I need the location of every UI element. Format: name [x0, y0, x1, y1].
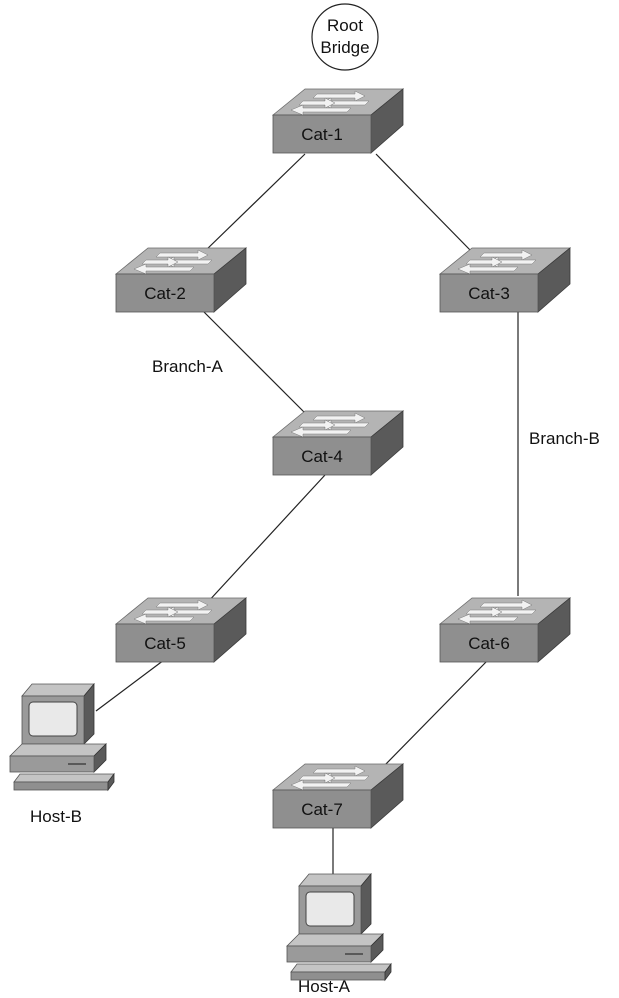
switch-cat6: Cat-6 [438, 597, 572, 663]
root-bridge-label-line2: Bridge [320, 38, 369, 57]
root-bridge-label-line1: Root [327, 16, 363, 35]
root-bridge: Root Bridge [311, 3, 379, 71]
link-cat6-cat7 [383, 660, 488, 767]
switch-cat4: Cat-4 [271, 410, 405, 476]
hosts: Host-B Host-A [9, 682, 392, 996]
links [95, 153, 519, 874]
switch-arrows-icon [457, 249, 537, 275]
switch-front-face [439, 623, 539, 663]
link-cat2-cat4 [203, 311, 306, 414]
switch-label: Cat-1 [301, 125, 343, 144]
link-cat1-cat3 [375, 153, 473, 253]
switch-front-face [272, 436, 372, 476]
switch-arrows-icon [290, 765, 370, 791]
switch-front-face [439, 273, 539, 313]
switch-arrows-icon [457, 599, 537, 625]
host-label: Host-A [298, 977, 351, 996]
switch-front-face [272, 789, 372, 829]
switch-front-face [272, 114, 372, 154]
switch-cat1: Cat-1 [271, 88, 405, 154]
root-bridge-circle [311, 3, 379, 71]
link-cat5-hostB [95, 659, 165, 712]
switch-arrows-icon [133, 599, 213, 625]
switch-cat2: Cat-2 [114, 247, 248, 313]
workstation-icon [286, 872, 392, 982]
branch-a-label: Branch-A [152, 357, 224, 376]
switch-front-face [115, 273, 215, 313]
workstation-icon [9, 682, 115, 792]
switch-label: Cat-3 [468, 284, 510, 303]
switch-arrows-icon [290, 412, 370, 438]
switch-label: Cat-2 [144, 284, 186, 303]
switch-arrows-icon [133, 249, 213, 275]
switch-cat3: Cat-3 [438, 247, 572, 313]
host-hostB [9, 682, 115, 792]
branch-b-label: Branch-B [529, 429, 600, 448]
link-cat1-cat2 [203, 153, 306, 253]
switch-front-face [115, 623, 215, 663]
host-label: Host-B [30, 807, 82, 826]
switch-label: Cat-5 [144, 634, 186, 653]
switch-cat5: Cat-5 [114, 597, 248, 663]
switch-label: Cat-6 [468, 634, 510, 653]
host-hostA [286, 872, 392, 982]
link-cat4-cat5 [205, 474, 326, 605]
switch-cat7: Cat-7 [271, 763, 405, 829]
switch-label: Cat-7 [301, 800, 343, 819]
switch-arrows-icon [290, 90, 370, 116]
switch-label: Cat-4 [301, 447, 343, 466]
